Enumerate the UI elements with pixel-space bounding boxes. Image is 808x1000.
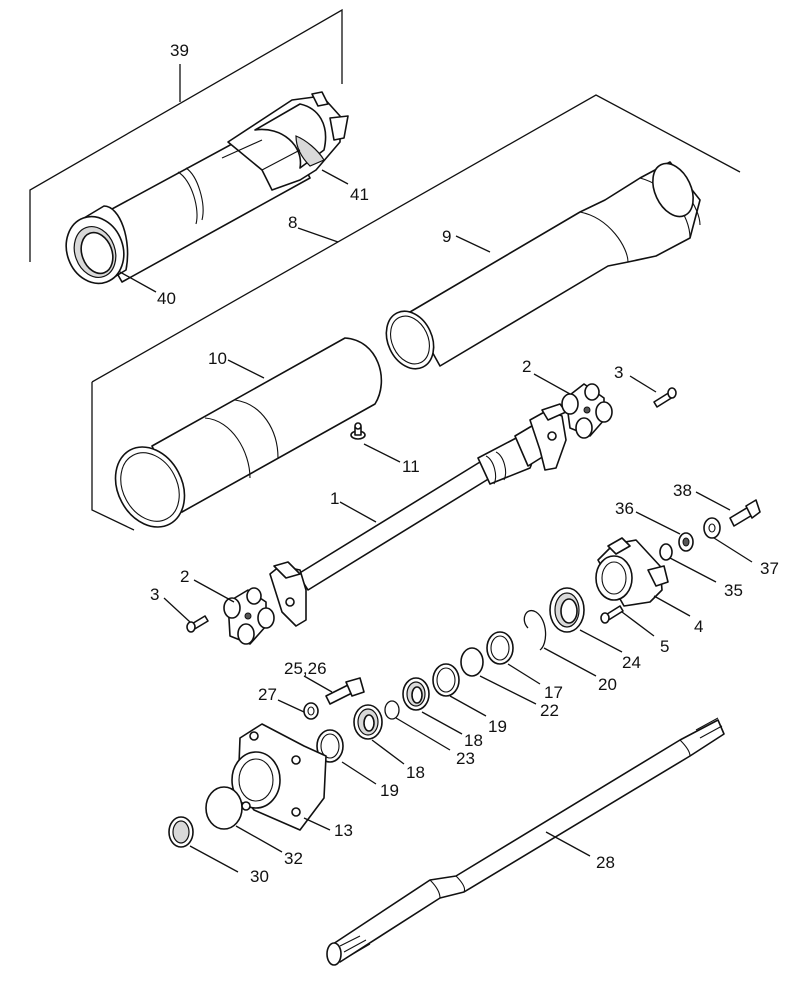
callout-8: 8	[288, 213, 297, 232]
callout-22: 22	[540, 701, 559, 720]
callout-3-lower: 3	[150, 585, 159, 604]
leader-lines	[119, 64, 753, 873]
bolt-38	[729, 499, 761, 527]
bearing-cone-18-lower	[353, 704, 383, 740]
callout-27: 27	[258, 685, 277, 704]
callout-labels: 39 41 40 8 9 10 2 3 11 1 38 36 37 35 2 3…	[150, 41, 779, 886]
hub-housing-13	[231, 723, 327, 831]
callout-36: 36	[615, 499, 634, 518]
needle-bearing-30	[168, 816, 194, 848]
callout-1: 1	[330, 489, 339, 508]
callout-17: 17	[544, 683, 563, 702]
callout-35: 35	[724, 581, 743, 600]
bolt-25-26	[325, 677, 365, 705]
callout-9: 9	[442, 227, 451, 246]
callout-18-lower: 18	[406, 763, 425, 782]
callout-2-lower: 2	[180, 567, 189, 586]
bracket-39	[29, 8, 343, 262]
callout-2-upper: 2	[522, 357, 531, 376]
callout-40: 40	[157, 289, 176, 308]
washer-35	[659, 543, 673, 561]
universal-joint-2-upper	[561, 383, 613, 439]
callout-39: 39	[170, 41, 189, 60]
callout-3-upper: 3	[614, 363, 623, 382]
callout-28: 28	[596, 853, 615, 872]
callout-25-26: 25,26	[284, 659, 327, 678]
bolt-3-upper	[653, 387, 677, 408]
callout-23: 23	[456, 749, 475, 768]
callout-13: 13	[334, 821, 353, 840]
universal-joint-2-lower	[223, 587, 275, 645]
callout-20: 20	[598, 675, 617, 694]
washer-27	[303, 702, 319, 720]
housing-tube-assembly	[65, 91, 349, 285]
callout-5: 5	[660, 637, 669, 656]
callout-37: 37	[760, 559, 779, 578]
bearing-cone-18-upper	[402, 677, 430, 711]
callout-38: 38	[673, 481, 692, 500]
washer-37	[703, 517, 721, 539]
callout-32: 32	[284, 849, 303, 868]
callout-19-lower: 19	[380, 781, 399, 800]
callout-24: 24	[622, 653, 641, 672]
callout-19-upper: 19	[488, 717, 507, 736]
drive-shaft-1	[269, 403, 567, 627]
snap-ring-20	[523, 609, 547, 651]
outer-tube-9	[385, 161, 701, 370]
snap-ring-23	[384, 700, 400, 720]
callout-11: 11	[402, 457, 420, 476]
outer-tube-10	[114, 337, 383, 528]
bracket-8	[91, 94, 741, 531]
callout-18-upper: 18	[464, 731, 483, 750]
callout-4: 4	[694, 617, 703, 636]
grease-fitting-11	[350, 422, 366, 440]
flange-yoke-4	[595, 537, 669, 607]
callout-30: 30	[250, 867, 269, 886]
seal-disc-32	[205, 786, 243, 830]
bolt-5	[600, 605, 624, 624]
bolt-3-lower	[186, 615, 209, 633]
bearing-cup-19-upper	[432, 663, 460, 697]
washer-36	[678, 532, 694, 552]
callout-10: 10	[208, 349, 227, 368]
callout-41: 41	[350, 185, 369, 204]
seal-24	[549, 587, 585, 633]
ring-17	[486, 631, 514, 665]
axle-shaft-28	[326, 717, 725, 966]
ring-22	[460, 647, 484, 677]
